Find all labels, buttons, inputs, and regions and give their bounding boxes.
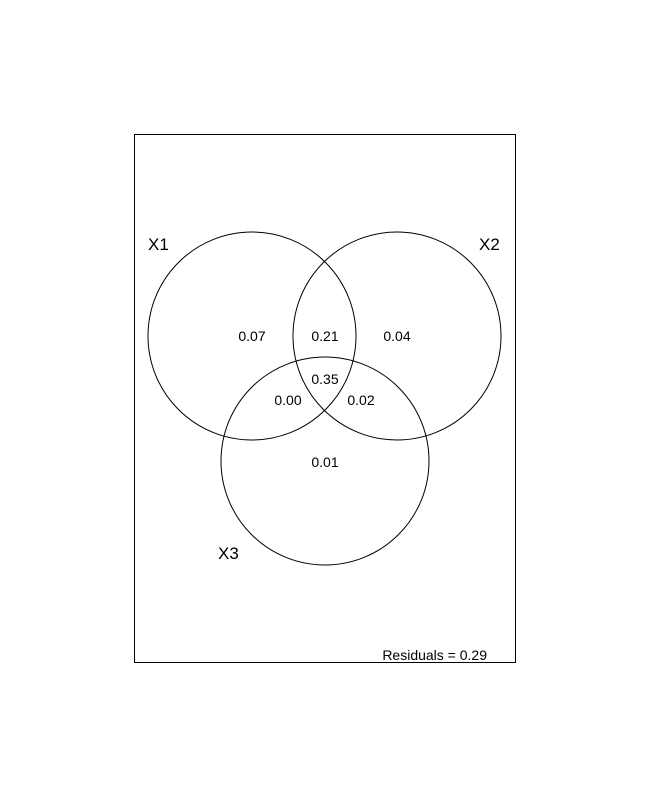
fraction-x2-only: 0.04 [383,328,410,344]
circle-x1 [147,231,357,441]
set-label-x1: X1 [148,235,169,254]
fraction-x2-x3: 0.02 [347,392,374,408]
fraction-x1-x2: 0.21 [311,328,338,344]
fraction-x3-only: 0.01 [311,454,338,470]
fraction-x1-x2-x3: 0.35 [311,371,338,387]
set-label-x3: X3 [218,544,239,563]
residuals-label: Residuals = 0.29 [382,647,487,663]
circle-x2 [292,231,502,441]
plot-frame [134,134,516,663]
set-label-x2: X2 [479,235,500,254]
fraction-x1-x3: 0.00 [274,392,301,408]
fraction-x1-only: 0.07 [238,328,265,344]
circle-x3 [220,356,430,566]
